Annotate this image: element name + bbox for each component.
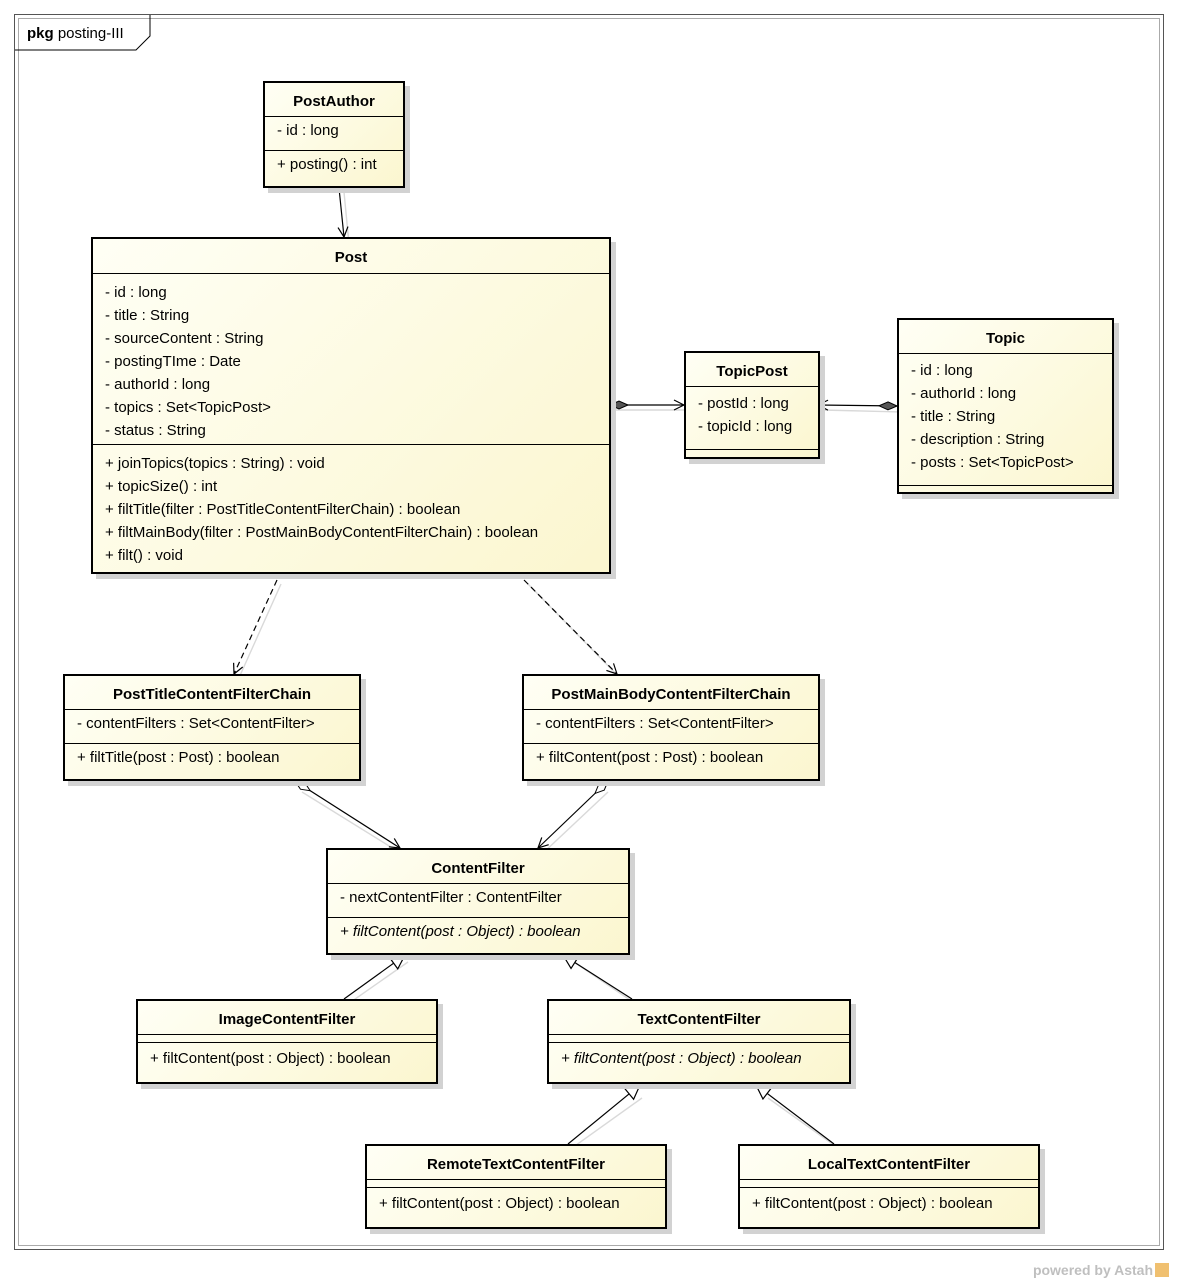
attributes-section [138,1035,436,1043]
attribute: - title : String [105,307,190,324]
generalization-text-contentfilter [563,955,633,1000]
dependency-post-mainbodychain [523,579,617,674]
operations-section [686,450,818,454]
operations-section: + filtContent(post : Object) : boolean [367,1188,665,1217]
class-name: PostTitleContentFilterChain [65,676,359,710]
operation: + filtContent(post : Post) : boolean [536,749,764,766]
attribute: - postId : long [698,395,789,412]
class-localtextcontentfilter[interactable]: LocalTextContentFilter + filtContent(pos… [738,1144,1040,1229]
operation: + filtTitle(filter : PostTitleContentFil… [105,501,461,518]
watermark: powered by Astah [1033,1262,1169,1278]
attribute: - id : long [277,122,339,139]
operations-section: + filtContent(post : Object) : boolean [138,1043,436,1072]
attribute: - postingTIme : Date [105,353,241,370]
abstract-operation: + filtContent(post : Object) : boolean [561,1050,802,1067]
class-name: LocalTextContentFilter [740,1146,1038,1180]
attributes-section: - postId : long - topicId : long [686,387,818,450]
attributes-section: - contentFilters : Set<ContentFilter> [524,710,818,744]
operations-section: + filtContent(post : Object) : boolean [740,1188,1038,1217]
attribute: - contentFilters : Set<ContentFilter> [77,715,315,732]
attributes-section: - id : long - authorId : long - title : … [899,354,1112,486]
class-topic[interactable]: Topic - id : long - authorId : long - ti… [897,318,1114,494]
association-postauthor-post [339,187,344,237]
operations-section [899,486,1112,490]
generalization-image-contentfilter [343,955,405,1000]
watermark-text: powered by Astah [1032,1262,1153,1278]
attribute: - authorId : long [911,385,1017,402]
package-name: posting-III [57,25,124,42]
class-name: ImageContentFilter [138,1001,436,1035]
attribute: - id : long [911,362,973,379]
class-name: PostAuthor [265,83,403,117]
operations-section: + filtContent(post : Object) : boolean [549,1043,849,1072]
package-frame-inner [18,18,1160,1246]
operation: + posting() : int [277,156,377,173]
attributes-section [367,1180,665,1188]
operations-section: + posting() : int [265,151,403,178]
class-posttitlecontentfilterchain[interactable]: PostTitleContentFilterChain - contentFil… [63,674,361,781]
class-name: Topic [899,320,1112,354]
abstract-operation: + filtContent(post : Object) : boolean [340,923,581,940]
package-tab: pkg posting-III [18,18,152,50]
class-postauthor[interactable]: PostAuthor - id : long + posting() : int [263,81,405,188]
attributes-section: - id : long [265,117,403,151]
class-remotetextcontentfilter[interactable]: RemoteTextContentFilter + filtContent(po… [365,1144,667,1229]
class-name: TopicPost [686,353,818,387]
operation: + topicSize() : int [105,478,218,495]
attributes-section: - contentFilters : Set<ContentFilter> [65,710,359,744]
attribute: - status : String [105,422,206,439]
operation: + joinTopics(topics : String) : void [105,455,325,472]
class-textcontentfilter[interactable]: TextContentFilter + filtContent(post : O… [547,999,851,1084]
class-post[interactable]: Post - id : long - title : String - sour… [91,237,611,574]
attribute: - description : String [911,431,1045,448]
composition-topic-topicpost [818,405,897,406]
package-frame [14,14,1164,1250]
package-tab-outline [15,15,151,51]
attribute: - contentFilters : Set<ContentFilter> [536,715,774,732]
class-name: RemoteTextContentFilter [367,1146,665,1180]
package-keyword: pkg [27,25,54,42]
astah-logo-icon [1155,1263,1169,1277]
attributes-section [549,1035,849,1043]
aggregation-titlechain-contentfilter [295,781,400,848]
generalization-remote-textfilter [567,1085,640,1145]
operation: + filtContent(post : Object) : boolean [150,1050,391,1067]
operation: + filtContent(post : Object) : boolean [379,1195,620,1212]
attribute: - sourceContent : String [105,330,264,347]
class-name: TextContentFilter [549,1001,849,1035]
attribute: - title : String [911,408,996,425]
operation: + filt() : void [105,547,183,564]
attribute: - authorId : long [105,376,211,393]
attributes-section [740,1180,1038,1188]
attribute: - topicId : long [698,418,793,435]
class-imagecontentfilter[interactable]: ImageContentFilter + filtContent(post : … [136,999,438,1084]
operation: + filtContent(post : Object) : boolean [752,1195,993,1212]
operations-section: + filtTitle(post : Post) : boolean [65,744,359,771]
class-topicpost[interactable]: TopicPost - postId : long - topicId : lo… [684,351,820,459]
class-name: ContentFilter [328,850,628,884]
attribute: - nextContentFilter : ContentFilter [340,889,562,906]
operations-section: + joinTopics(topics : String) : void + t… [93,445,609,569]
class-name: Post [93,239,609,274]
attribute: - id : long [105,284,167,301]
class-name: PostMainBodyContentFilterChain [524,676,818,710]
attribute: - posts : Set<TopicPost> [911,454,1074,471]
operations-section: + filtContent(post : Post) : boolean [524,744,818,771]
class-postmainbodycontentfilterchain[interactable]: PostMainBodyContentFilterChain - content… [522,674,820,781]
operation: + filtTitle(post : Post) : boolean [77,749,280,766]
attributes-section: - id : long - title : String - sourceCon… [93,274,609,445]
operations-section: + filtContent(post : Object) : boolean [328,918,628,945]
operation: + filtMainBody(filter : PostMainBodyCont… [105,524,539,541]
generalization-local-textfilter [756,1085,835,1145]
class-contentfilter[interactable]: ContentFilter - nextContentFilter : Cont… [326,848,630,955]
attribute: - topics : Set<TopicPost> [105,399,271,416]
attributes-section: - nextContentFilter : ContentFilter [328,884,628,918]
aggregation-mainbodychain-contentfilter [538,781,608,848]
dependency-post-titlechain [234,579,278,674]
